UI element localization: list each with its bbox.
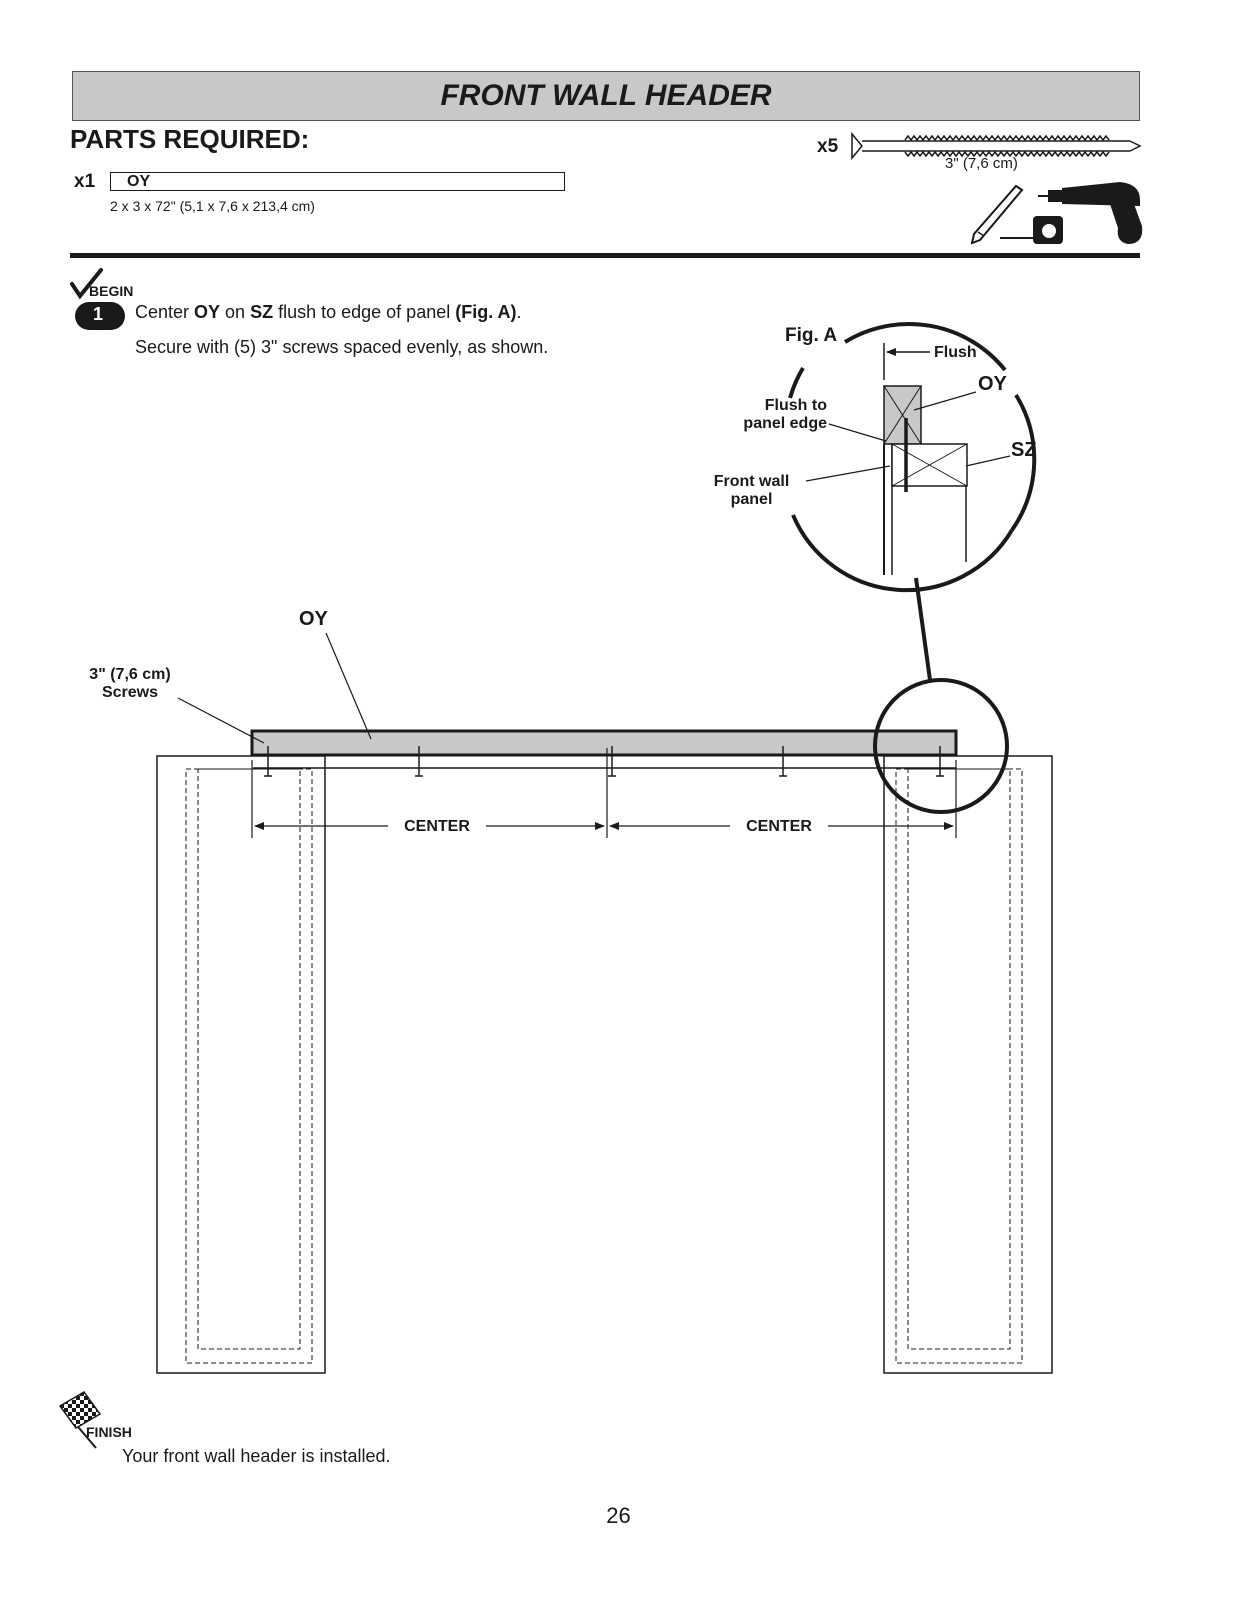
- step-figure-reference: (Fig. A): [455, 302, 517, 322]
- section-divider: [70, 253, 1140, 258]
- finish-text: Your front wall header is installed.: [122, 1446, 391, 1466]
- figure-a-oy-label: OY: [978, 373, 1007, 395]
- step-number: 1: [92, 304, 103, 324]
- label-line: Front wall: [713, 473, 790, 490]
- wall-panels: [156, 755, 1053, 1374]
- finish-label: FINISH: [86, 1424, 132, 1440]
- page-title: FRONT WALL HEADER: [72, 71, 1140, 121]
- begin-label: BEGIN: [89, 283, 134, 299]
- step-part-code: OY: [194, 302, 221, 322]
- diagram-oy-label: OY: [299, 608, 328, 630]
- step-number-badge: 1: [75, 302, 125, 330]
- screw-quantity: x5: [817, 136, 839, 157]
- step-instruction-line2: Secure with (5) 3" screws spaced evenly,…: [135, 337, 549, 357]
- drill-icon: [1038, 182, 1143, 244]
- figure-a-flush-to-edge-label: Flush to panel edge: [700, 397, 827, 433]
- tape-measure-icon: [1000, 216, 1063, 244]
- center-left-label: CENTER: [390, 818, 484, 836]
- detail-callout-circle: [873, 678, 1009, 814]
- figure-a-sz-label: SZ: [1011, 439, 1037, 461]
- board-part-size: 2 x 3 x 72" (5,1 x 7,6 x 213,4 cm): [110, 198, 315, 214]
- pencil-icon: [970, 184, 1024, 245]
- oy-header-board: [250, 729, 958, 757]
- label-line: Flush to: [764, 397, 827, 414]
- step-part-code: SZ: [250, 302, 274, 322]
- figure-a-flush-label: Flush: [934, 344, 977, 361]
- step-text-part: Center: [135, 302, 195, 322]
- figure-a-title: Fig. A: [785, 325, 838, 346]
- step-text-part: .: [516, 302, 522, 322]
- page-number: 26: [606, 1503, 631, 1528]
- diagram-screws-label: 3" (7,6 cm) Screws: [70, 666, 190, 702]
- label-line: 3" (7,6 cm): [89, 666, 171, 683]
- step-instruction-line1: Center OY on SZ flush to edge of panel (…: [135, 302, 522, 323]
- label-line: panel: [730, 491, 773, 508]
- board-part-icon: OY: [110, 172, 565, 191]
- figure-a-front-wall-panel-label: Front wall panel: [700, 473, 803, 509]
- diagram-leaders: [177, 632, 372, 744]
- center-right-label: CENTER: [732, 818, 826, 836]
- screws: [264, 746, 944, 777]
- label-line: Screws: [101, 684, 159, 701]
- center-dimensions: [251, 748, 957, 838]
- step-text-part: flush to edge of panel: [273, 302, 456, 322]
- parts-required-heading: PARTS REQUIRED:: [70, 124, 310, 154]
- board-quantity: x1: [74, 171, 96, 192]
- board-part-code: OY: [127, 173, 151, 190]
- screw-size: 3" (7,6 cm): [945, 155, 1018, 172]
- step-text-part: on: [220, 302, 251, 322]
- label-line: panel edge: [743, 415, 827, 432]
